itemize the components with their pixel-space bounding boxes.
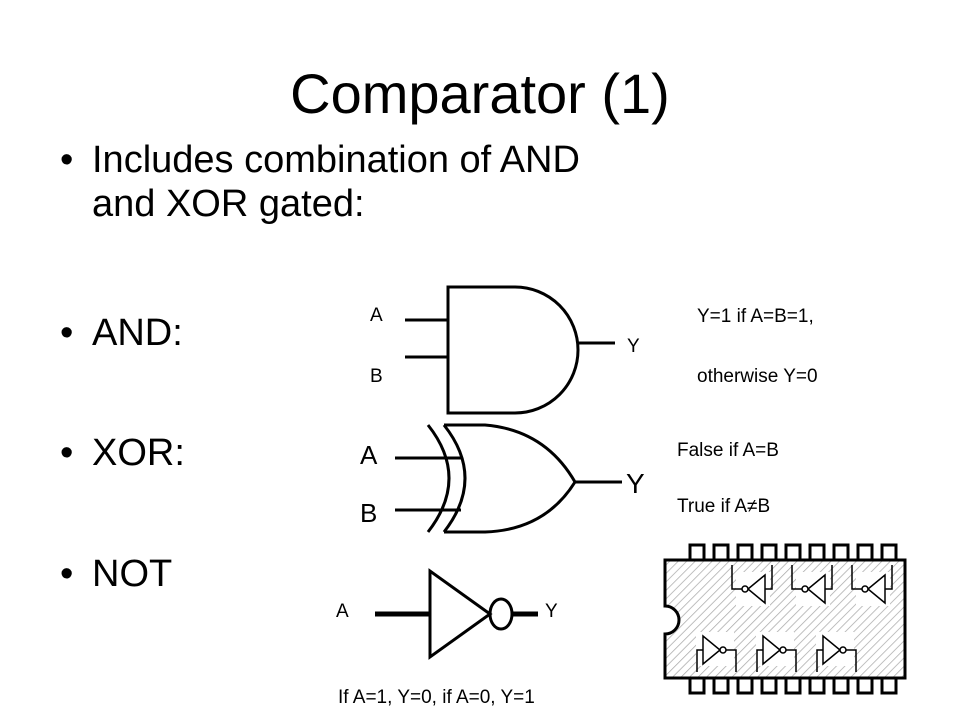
and-output-label: Y bbox=[627, 336, 640, 357]
bullet-marker: • bbox=[60, 312, 74, 354]
ic-upper-inverters bbox=[731, 565, 893, 606]
and-description-line-2: otherwise Y=0 bbox=[697, 366, 818, 387]
bullet-line-2: and XOR gated: bbox=[92, 183, 365, 225]
and-input-a-label: A bbox=[370, 305, 383, 326]
not-gate-symbol bbox=[375, 568, 538, 660]
not-output-label: Y bbox=[545, 601, 558, 622]
bullet-text: XOR: bbox=[92, 432, 185, 474]
bullet-text: AND: bbox=[92, 312, 183, 354]
slide-title: Comparator (1) bbox=[290, 62, 670, 125]
bullet-marker: • bbox=[60, 139, 74, 181]
xor-input-a-label: A bbox=[360, 440, 378, 470]
xor-gate-symbol bbox=[395, 423, 622, 534]
and-gate-symbol bbox=[405, 285, 615, 415]
not-description: If A=1, Y=0, if A=0, Y=1 bbox=[338, 687, 535, 708]
xor-description-line-2: True if A≠B bbox=[677, 496, 771, 517]
xor-input-b-label: B bbox=[360, 498, 378, 528]
ic-top-pins bbox=[688, 543, 898, 562]
and-input-b-label: B bbox=[370, 366, 383, 387]
not-input-label: A bbox=[336, 601, 349, 622]
and-description-line-1: Y=1 if A=B=1, bbox=[697, 306, 814, 327]
xor-output-label: Y bbox=[626, 468, 645, 499]
bullet-marker: • bbox=[60, 432, 74, 474]
bullet-text: NOT bbox=[92, 553, 173, 595]
bullet-marker: • bbox=[60, 553, 74, 595]
bullet-line-1: Includes combination of AND bbox=[92, 139, 580, 181]
xor-description-line-1: False if A=B bbox=[677, 440, 779, 461]
ic-chip-illustration bbox=[663, 543, 907, 695]
ic-bottom-pins bbox=[688, 676, 898, 695]
bullet-text: Includes combination of AND and XOR gate… bbox=[92, 138, 580, 226]
ic-lower-inverters bbox=[696, 632, 857, 672]
